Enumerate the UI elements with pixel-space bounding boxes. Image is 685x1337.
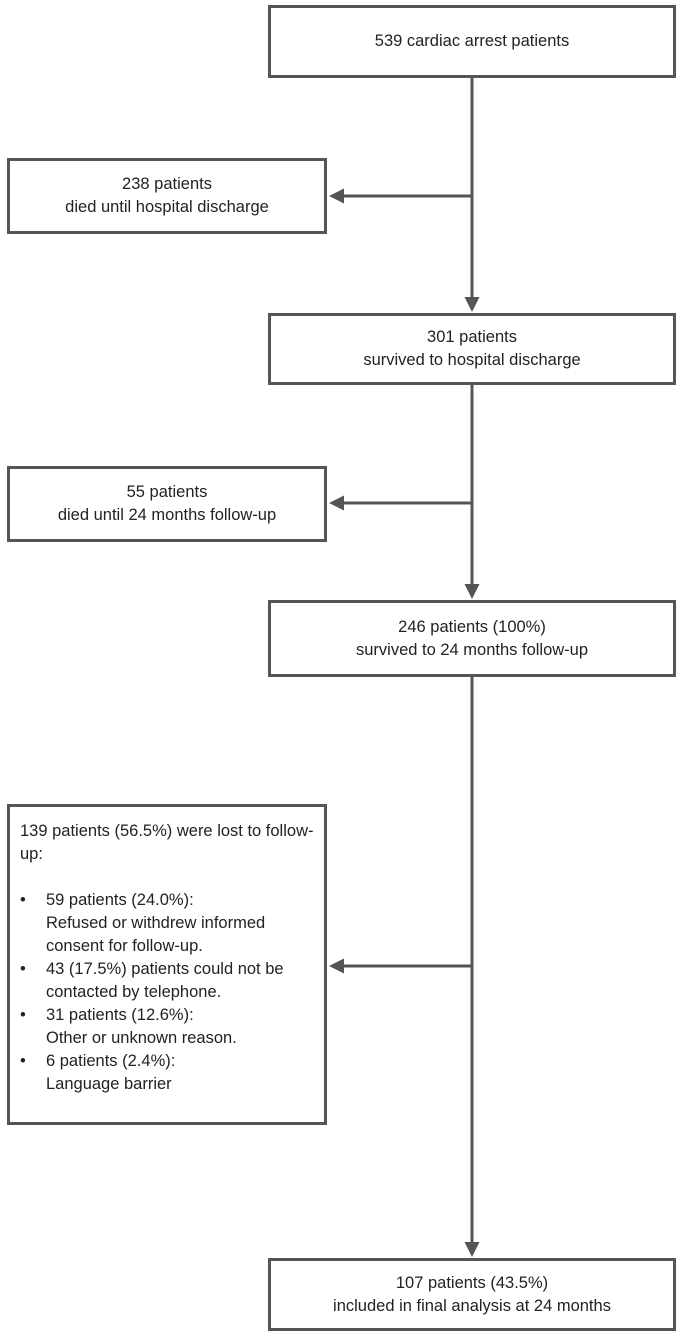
box-survived-discharge: 301 patients survived to hospital discha… — [268, 313, 676, 385]
died-hospital-line1: 238 patients — [122, 175, 212, 193]
final-line2: included in final analysis at 24 months — [333, 1296, 611, 1315]
died-hospital-line2: died until hospital discharge — [65, 198, 269, 216]
box-final-analysis: 107 patients (43.5%) included in final a… — [268, 1258, 676, 1331]
reason-title: 31 patients (12.6%): — [46, 1006, 194, 1024]
survived-followup-line1: 246 patients (100%) — [398, 617, 546, 636]
box-survived-followup: 246 patients (100%) survived to 24 month… — [268, 600, 676, 677]
final-line1: 107 patients (43.5%) — [395, 1273, 549, 1292]
survived-followup-line2: survived to 24 months follow-up — [355, 640, 589, 659]
survived-discharge-line1: 301 patients — [427, 328, 517, 346]
box-died-hospital: 238 patients died until hospital dischar… — [7, 158, 327, 234]
list-item: 31 patients (12.6%): Other or unknown re… — [20, 1004, 314, 1050]
died-followup-line1: 55 patients — [126, 483, 208, 501]
survived-discharge-line2: survived to hospital discharge — [363, 351, 581, 369]
box-lost-followup: 139 patients (56.5%) were lost to follow… — [7, 804, 327, 1125]
died-followup-line2: died until 24 months follow-up — [57, 506, 277, 524]
reason-title: 59 patients (24.0%): — [46, 891, 194, 909]
reason-detail: Language barrier — [46, 1075, 172, 1093]
reason-title: 6 patients (2.4%): — [46, 1052, 176, 1070]
list-item: 43 (17.5%) patients could not be contact… — [20, 958, 314, 1004]
reason-title: 43 (17.5%) patients could not be contact… — [46, 960, 284, 1001]
lost-followup-reasons: 59 patients (24.0%): Refused or withdrew… — [20, 889, 314, 1096]
box-died-followup: 55 patients died until 24 months follow-… — [7, 466, 327, 542]
start-line1: 539 cardiac arrest patients — [374, 32, 570, 50]
lost-followup-intro: 139 patients (56.5%) were lost to follow… — [20, 822, 314, 863]
list-item: 59 patients (24.0%): Refused or withdrew… — [20, 889, 314, 958]
list-item: 6 patients (2.4%): Language barrier — [20, 1050, 314, 1096]
reason-detail: Refused or withdrew informed consent for… — [46, 914, 266, 955]
reason-detail: Other or unknown reason. — [46, 1029, 237, 1047]
box-start: 539 cardiac arrest patients — [268, 5, 676, 78]
